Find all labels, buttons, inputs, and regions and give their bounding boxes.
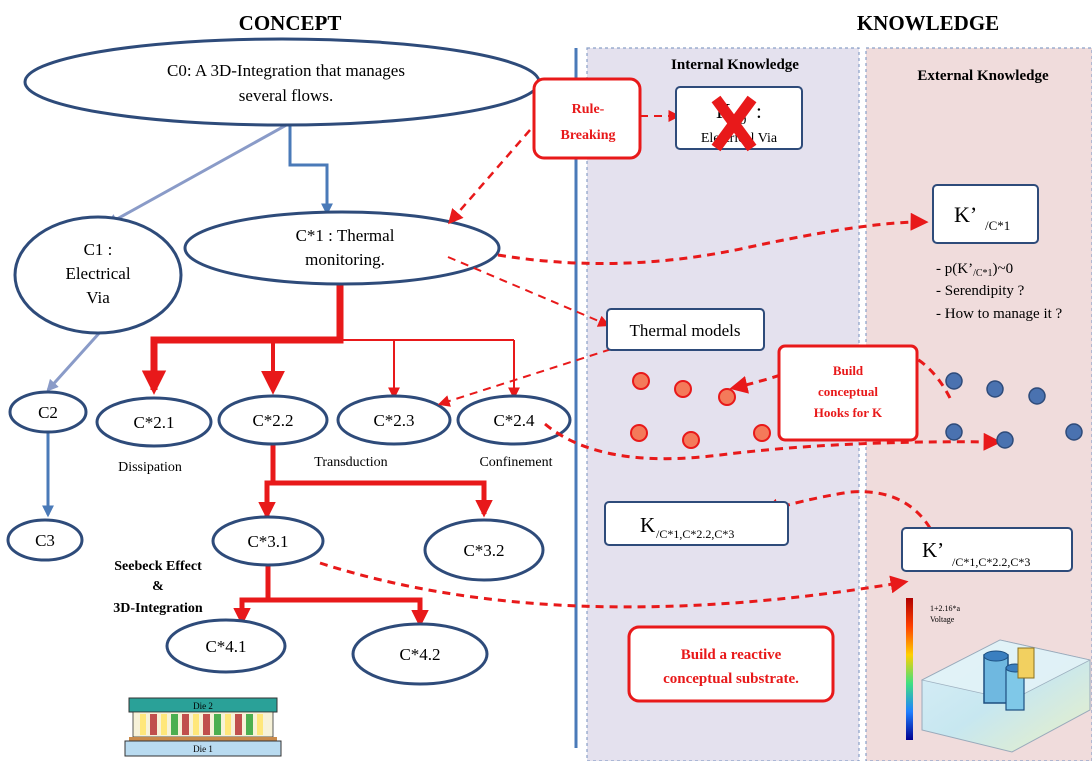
svg-text:&: & bbox=[152, 579, 164, 594]
svg-text:conceptual: conceptual bbox=[818, 384, 878, 399]
svg-text:Die 1: Die 1 bbox=[193, 744, 213, 754]
build-hooks-callout: Build conceptual Hooks for K bbox=[777, 344, 919, 442]
rule-breaking-callout: Rule- Breaking bbox=[532, 77, 642, 160]
svg-text:C*2.4: C*2.4 bbox=[493, 411, 535, 430]
svg-text:/C*1,C*2.2,C*3: /C*1,C*2.2,C*3 bbox=[952, 555, 1030, 569]
internal-knowledge-title: Internal Knowledge bbox=[671, 57, 799, 73]
arrow-c0-to-c1 bbox=[105, 121, 291, 226]
label-transduction: Transduction bbox=[314, 455, 387, 470]
k-c0-box: K C0 : Electrical Via bbox=[675, 86, 803, 152]
svg-text:K’: K’ bbox=[954, 202, 977, 227]
thermal-models-box: Thermal models bbox=[606, 308, 765, 351]
svg-text:C*2.2: C*2.2 bbox=[252, 411, 293, 430]
label-confinement: Confinement bbox=[479, 455, 552, 470]
arrow-c1-to-c2 bbox=[46, 328, 104, 392]
svg-text:C*2.3: C*2.3 bbox=[373, 411, 414, 430]
svg-text:Via: Via bbox=[86, 288, 110, 307]
svg-text:- Serendipity ?: - Serendipity ? bbox=[936, 283, 1025, 299]
arrow-c0-to-cs1 bbox=[288, 123, 333, 216]
svg-text:C0: A 3D-Integration that mana: C0: A 3D-Integration that manages bbox=[167, 61, 405, 80]
external-knowledge-dots bbox=[945, 372, 1083, 449]
svg-text:C2: C2 bbox=[38, 403, 58, 422]
node-cs41: C*4.1 bbox=[165, 618, 287, 674]
node-cs24: C*2.4 bbox=[456, 394, 572, 446]
node-c3: C3 bbox=[6, 518, 84, 562]
svg-text:/C*1,C*2.2,C*3: /C*1,C*2.2,C*3 bbox=[656, 527, 734, 541]
svg-text:Rule-: Rule- bbox=[572, 102, 605, 117]
concept-heading: CONCEPT bbox=[239, 11, 342, 35]
node-cs21: C*2.1 bbox=[95, 396, 213, 448]
label-seebeck: Seebeck Effect & 3D-Integration bbox=[113, 559, 203, 616]
red-tree-connectors bbox=[141, 282, 520, 628]
svg-text:- p(K’/C*1)~0: - p(K’/C*1)~0 bbox=[936, 261, 1013, 279]
node-c0: C0: A 3D-Integration that manages severa… bbox=[23, 37, 541, 127]
svg-text:C*3.2: C*3.2 bbox=[463, 541, 504, 560]
node-cs32: C*3.2 bbox=[423, 518, 545, 582]
svg-text:C*4.1: C*4.1 bbox=[205, 637, 246, 656]
svg-text:3D-Integration: 3D-Integration bbox=[113, 601, 203, 616]
node-c1: C1 : Electrical Via bbox=[13, 215, 183, 335]
k-internal-box: K /C*1,C*2.2,C*3 bbox=[604, 501, 789, 546]
svg-text:- How to manage it ?: - How to manage it ? bbox=[936, 306, 1063, 322]
svg-text:Build: Build bbox=[833, 363, 864, 378]
node-cs42: C*4.2 bbox=[351, 622, 489, 686]
external-notes: - p(K’/C*1)~0 - Serendipity ? - How to m… bbox=[936, 261, 1063, 322]
die-stack-illustration: Die 2 Die 1 bbox=[124, 697, 282, 757]
k-prime-c1-box: K’ /C*1 bbox=[932, 184, 1039, 244]
svg-text::: : bbox=[756, 99, 762, 123]
svg-text:C*3.1: C*3.1 bbox=[247, 532, 288, 551]
node-cs22: C*2.2 bbox=[217, 394, 329, 446]
external-knowledge-title: External Knowledge bbox=[917, 68, 1049, 84]
svg-text:several flows.: several flows. bbox=[239, 86, 333, 105]
rejected-x-icon bbox=[711, 95, 757, 152]
internal-knowledge-dots bbox=[630, 372, 771, 449]
thermal-simulation-image: 1+2.16*a Voltage bbox=[906, 598, 1092, 753]
svg-text:conceptual substrate.: conceptual substrate. bbox=[663, 671, 799, 687]
knowledge-heading: KNOWLEDGE bbox=[857, 11, 999, 35]
svg-text:Thermal models: Thermal models bbox=[630, 321, 741, 340]
node-cs23: C*2.3 bbox=[336, 394, 452, 446]
label-dissipation: Dissipation bbox=[118, 460, 182, 475]
svg-text:Voltage: Voltage bbox=[930, 615, 955, 624]
reactive-substrate-callout: Build a reactive conceptual substrate. bbox=[627, 625, 835, 703]
svg-text:Breaking: Breaking bbox=[561, 128, 616, 143]
svg-text:C1 :: C1 : bbox=[84, 240, 113, 259]
svg-text:Build a reactive: Build a reactive bbox=[681, 647, 782, 663]
svg-text:C*1 : Thermal: C*1 : Thermal bbox=[296, 226, 395, 245]
svg-text:Electrical: Electrical bbox=[65, 264, 130, 283]
node-c2: C2 bbox=[8, 390, 88, 434]
svg-text:K: K bbox=[640, 513, 655, 537]
svg-text:C*4.2: C*4.2 bbox=[399, 645, 440, 664]
k-prime-external-box: K’ /C*1,C*2.2,C*3 bbox=[901, 527, 1073, 572]
svg-text:Die 2: Die 2 bbox=[193, 701, 213, 711]
svg-text:/C*1: /C*1 bbox=[985, 218, 1010, 233]
svg-text:Hooks for K: Hooks for K bbox=[814, 405, 883, 420]
node-cs31: C*3.1 bbox=[211, 515, 325, 567]
svg-text:C*2.1: C*2.1 bbox=[133, 413, 174, 432]
svg-text:monitoring.: monitoring. bbox=[305, 250, 385, 269]
node-cs1: C*1 : Thermal monitoring. bbox=[183, 210, 501, 286]
svg-text:Seebeck Effect: Seebeck Effect bbox=[114, 559, 202, 574]
svg-text:K’: K’ bbox=[922, 538, 944, 562]
svg-text:C3: C3 bbox=[35, 531, 55, 550]
svg-text:1+2.16*a: 1+2.16*a bbox=[930, 604, 961, 613]
